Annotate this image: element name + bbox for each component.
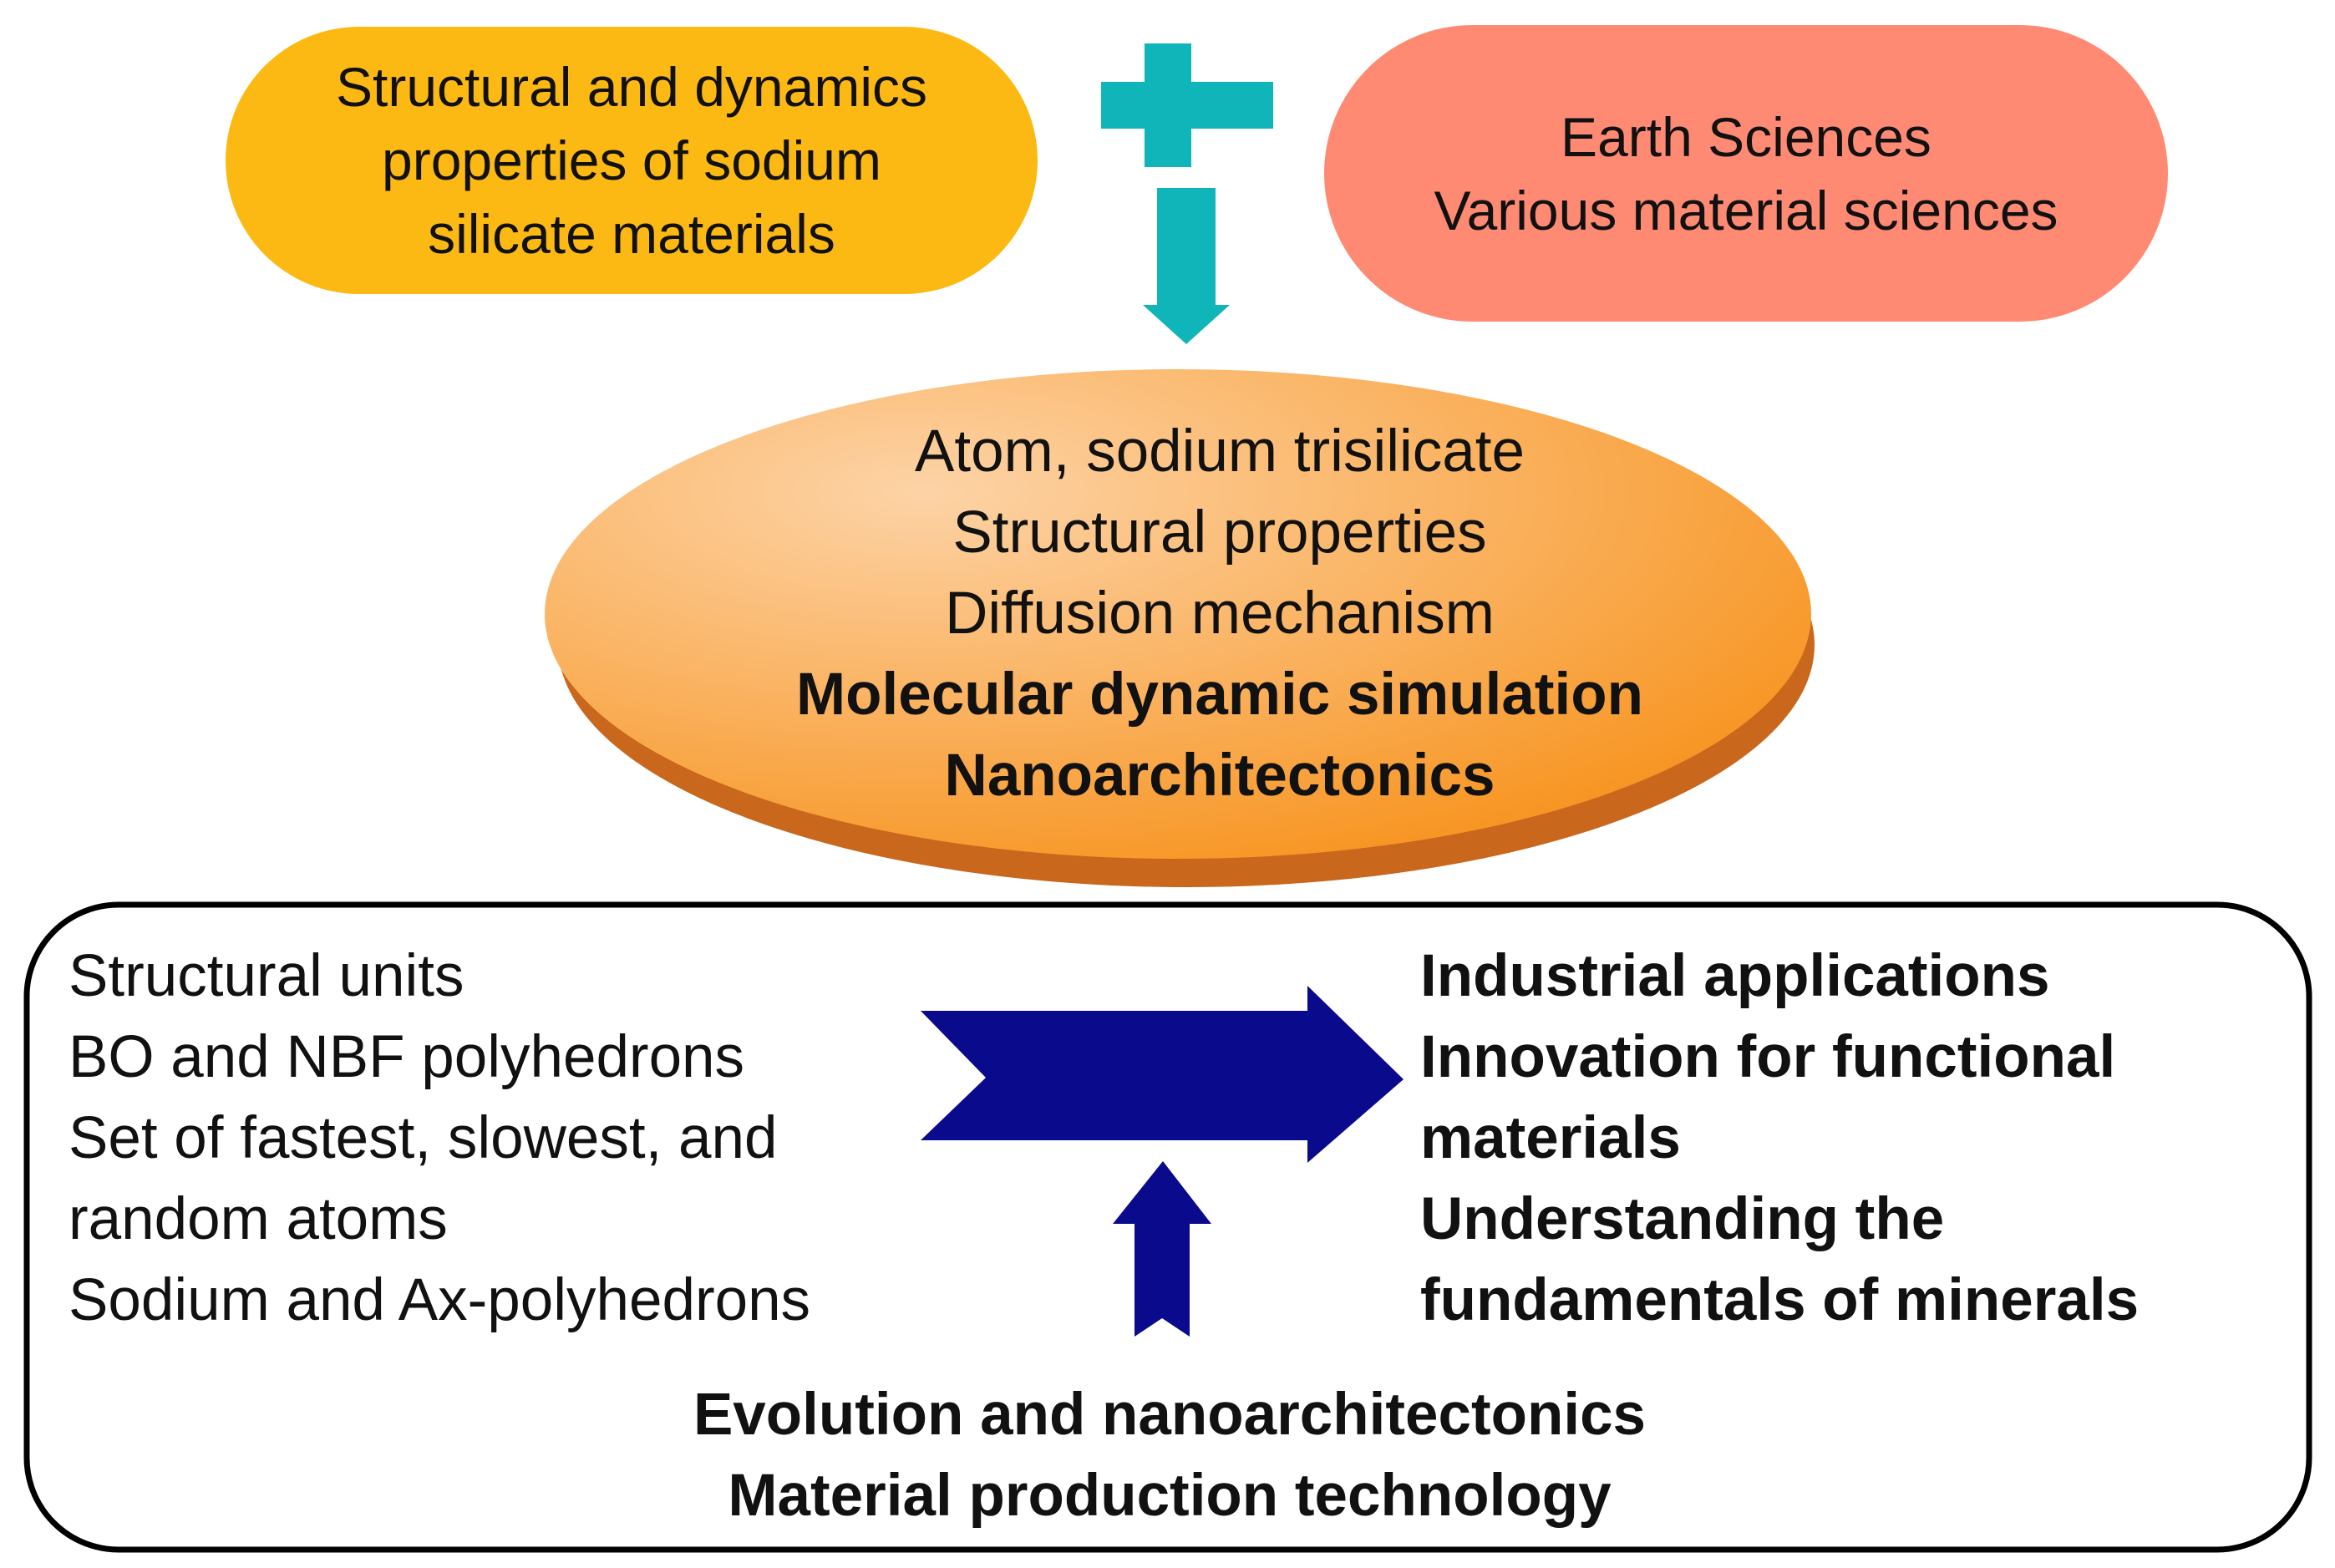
list-item: Sodium and Ax-polyhedrons bbox=[69, 1267, 811, 1333]
ellipse-line: Diffusion mechanism bbox=[945, 581, 1495, 647]
center-ellipse-text: Atom, sodium trisilicate Structural prop… bbox=[635, 411, 1805, 816]
list-item: Set of fastest, slowest, and bbox=[69, 1105, 778, 1171]
ellipse-line: Structural properties bbox=[952, 500, 1487, 566]
list-item: materials bbox=[1420, 1105, 1681, 1171]
list-item: Innovation for functional bbox=[1420, 1024, 2116, 1090]
topic-pill-materials: Structural and dynamics properties of so… bbox=[226, 27, 1038, 294]
list-item: BO and NBF polyhedrons bbox=[69, 1024, 745, 1090]
ellipse-line: Atom, sodium trisilicate bbox=[915, 419, 1525, 485]
pill-line: silicate materials bbox=[428, 203, 835, 265]
evolution-text: Evolution and nanoarchitectonics Materia… bbox=[501, 1374, 1838, 1536]
right-arrow-icon bbox=[921, 986, 1404, 1163]
list-item: random atoms bbox=[69, 1186, 448, 1252]
pill-line: properties of sodium bbox=[382, 129, 881, 191]
list-item: fundamentals of minerals bbox=[1420, 1267, 2140, 1333]
plus-icon bbox=[1101, 43, 1273, 167]
list-item: Understanding the bbox=[1420, 1186, 1945, 1252]
list-item: Industrial applications bbox=[1420, 943, 2050, 1009]
ellipse-bold-line: Molecular dynamic simulation bbox=[796, 662, 1643, 728]
pill-line: Various material sciences bbox=[1434, 179, 2058, 241]
applications-list: Industrial applications Innovation for f… bbox=[1420, 936, 2139, 1341]
up-arrow-icon bbox=[1113, 1161, 1211, 1337]
outcome-box bbox=[23, 901, 2312, 1553]
ellipse-bold-line: Nanoarchitectonics bbox=[944, 743, 1495, 809]
structural-units-list: Structural units BO and NBF polyhedrons … bbox=[69, 936, 810, 1341]
center-ellipse bbox=[545, 369, 1811, 859]
pill-line: Earth Sciences bbox=[1561, 105, 1931, 168]
list-item: Material production technology bbox=[728, 1463, 1612, 1529]
list-item: Structural units bbox=[69, 943, 464, 1009]
topic-pill-sciences: Earth Sciences Various material sciences bbox=[1324, 25, 2168, 322]
down-arrow-icon bbox=[1143, 188, 1230, 344]
list-item: Evolution and nanoarchitectonics bbox=[693, 1382, 1647, 1448]
pill-line: Structural and dynamics bbox=[336, 56, 927, 118]
